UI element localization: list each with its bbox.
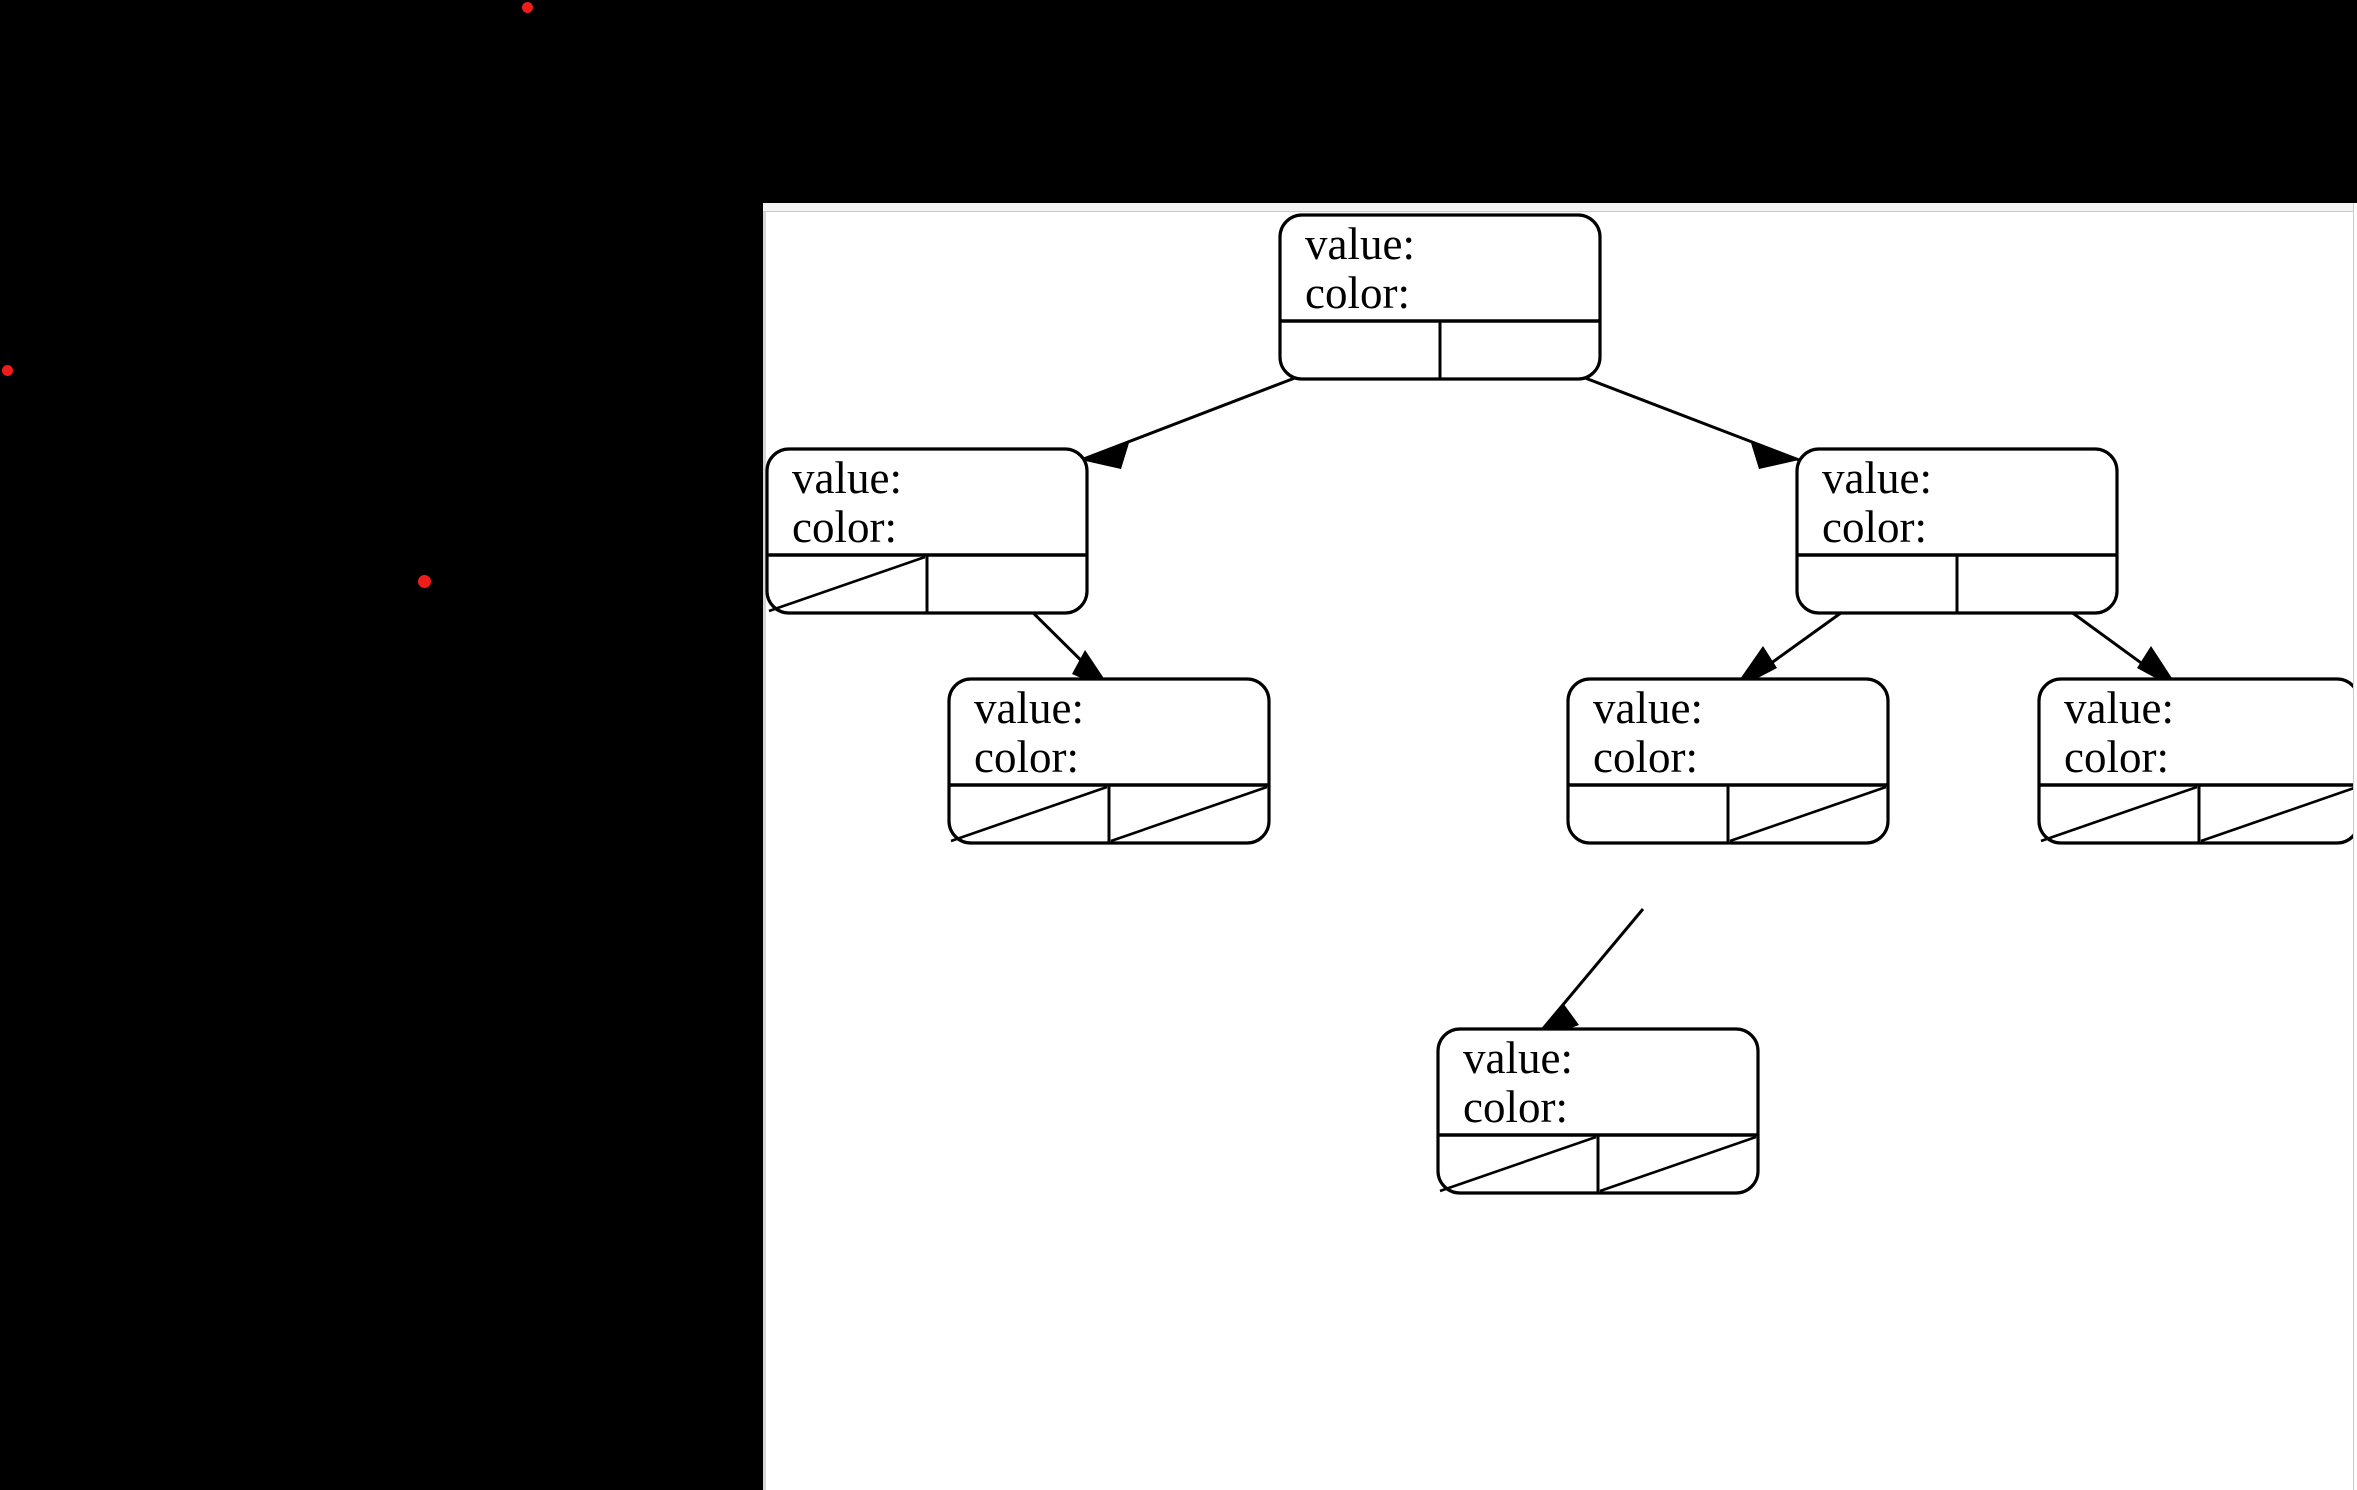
tree-node-leaf-b[interactable]: value: color: <box>1566 677 1890 845</box>
tree-node-leaf-c[interactable]: value: color: <box>2037 677 2357 845</box>
right-child-value-label: value: <box>1822 453 1932 503</box>
leaf-a-value-label: value: <box>974 683 1084 733</box>
right-child-color-label: color: <box>1822 502 1927 552</box>
tree-node-leaf-d[interactable]: value: color: <box>1436 1027 1760 1195</box>
panel-left-edge <box>763 203 766 1490</box>
edge-leaf-b-to-leaf-d <box>1529 908 1645 1044</box>
tree-node-root[interactable]: value: color: <box>1278 213 1602 381</box>
panel-top-bar <box>763 203 2357 212</box>
leaf-a-left-null-slash <box>950 785 1108 843</box>
leaf-a-color-label: color: <box>974 732 1079 782</box>
leaf-d-right-null-slash <box>1599 1135 1757 1193</box>
leaf-b-value-label: value: <box>1593 683 1703 733</box>
tree-node-right-child[interactable]: value: color: <box>1795 447 2119 615</box>
tree-node-leaf-a[interactable]: value: color: <box>947 677 1271 845</box>
leaf-b-right-null-slash <box>1729 785 1887 843</box>
left-child-left-null-slash <box>768 555 926 613</box>
panel-right-edge[interactable] <box>2353 203 2357 1490</box>
leaf-d-left-null-slash <box>1439 1135 1597 1193</box>
leaf-d-color-label: color: <box>1463 1082 1568 1132</box>
leaf-c-value-label: value: <box>2064 683 2174 733</box>
tree-node-left-child[interactable]: value: color: <box>765 447 1089 615</box>
leaf-c-color-label: color: <box>2064 732 2169 782</box>
leaf-d-value-label: value: <box>1463 1033 1573 1083</box>
binary-tree-canvas[interactable]: value: color: value: color: value: color… <box>763 203 2357 1490</box>
diagram-panel[interactable]: value: color: value: color: value: color… <box>763 203 2357 1490</box>
left-child-value-label: value: <box>792 453 902 503</box>
leaf-c-right-null-slash <box>2200 785 2357 843</box>
root-value-label: value: <box>1305 219 1415 269</box>
left-child-color-label: color: <box>792 502 897 552</box>
leaf-c-left-null-slash <box>2040 785 2198 843</box>
leaf-a-right-null-slash <box>1110 785 1268 843</box>
root-color-label: color: <box>1305 268 1410 318</box>
leaf-b-color-label: color: <box>1593 732 1698 782</box>
